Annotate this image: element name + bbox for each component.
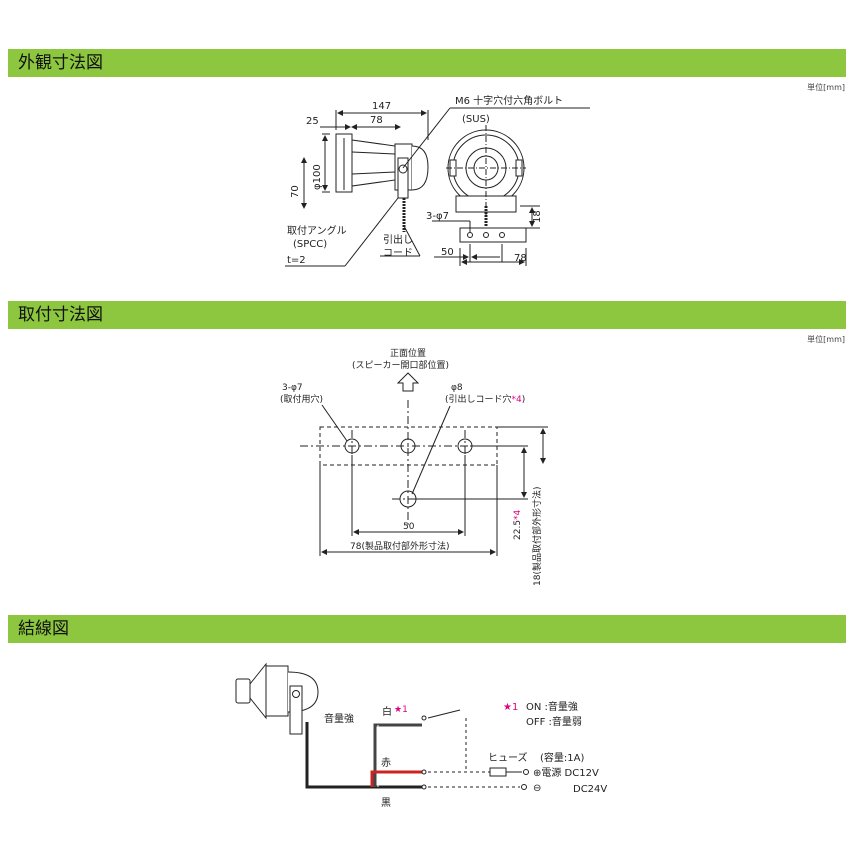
dc24-label: DC24V (573, 784, 607, 795)
unit-label: 単位[mm] (807, 335, 845, 344)
wiring-drawing (235, 662, 529, 790)
dim-22-5-value: 22.5 (513, 520, 523, 540)
section-header-wiring: 結線図 (8, 615, 846, 643)
front-position-note: (スピーカー開口部位置) (352, 359, 449, 371)
bolt-material: (SUS) (462, 114, 490, 125)
loud-label: 音量強 (324, 712, 354, 725)
cord-label-1: 引出し (383, 233, 413, 246)
exterior-labels: 147 25 78 φ100 70 M6 十字穴付六角ボルト (SUS) 取付ア… (287, 94, 563, 266)
wiring-labels: 音量強 白 ★1 赤 黒 ★1 ON :音量強 OFF :音量弱 ヒューズ (容… (324, 700, 607, 809)
fuse-label: ヒューズ (488, 751, 528, 764)
dim-18: 18 (532, 210, 543, 223)
note-off: OFF :音量弱 (526, 715, 582, 728)
red-wire: 赤 (381, 757, 391, 769)
dim-147: 147 (372, 101, 391, 112)
cord-hole-note-mark: *4 (512, 395, 523, 405)
mount-hole-note: (取付用穴) (280, 393, 323, 405)
fuse-capacity: (容量:1A) (540, 751, 584, 764)
black-wire: 黒 (381, 797, 391, 809)
mounting-labels: 正面位置 (スピーカー開口部位置) 3-φ7 (取付用穴) φ8 (引出しコード… (280, 347, 543, 586)
cord-hole-note: (引出しコード穴*4) (445, 393, 525, 405)
unit-label: 単位[mm] (807, 83, 845, 92)
section-header-mounting: 取付寸法図 (8, 301, 846, 329)
section-title: 外観寸法図 (18, 53, 103, 73)
holes-label: 3-φ7 (426, 211, 449, 222)
front-position: 正面位置 (390, 347, 426, 359)
star-mark: ★1 (394, 705, 408, 715)
cord-hole-label: φ8 (451, 383, 463, 393)
dim-18: 18(製品取付部外形寸法) (531, 487, 543, 586)
bolt-label: M6 十字穴付六角ボルト (455, 94, 563, 107)
dim-50: 50 (441, 247, 454, 258)
dim-phi100: φ100 (312, 164, 323, 190)
dim-50: 50 (403, 522, 415, 532)
section-title: 取付寸法図 (18, 305, 103, 325)
cord-hole-note-text: (引出しコード穴 (445, 393, 512, 405)
dim-22-5-mark: *4 (513, 509, 523, 520)
dim-78b: 78 (514, 253, 527, 264)
angle-label: 取付アングル (287, 224, 347, 237)
note-on: ON :音量強 (526, 700, 578, 713)
angle-material: (SPCC) (293, 239, 327, 250)
dim-25: 25 (306, 116, 319, 127)
cord-label-2: コード (383, 248, 413, 259)
note-star: ★1 (503, 702, 518, 713)
dim-78: 78 (370, 115, 383, 126)
section-header-exterior: 外観寸法図 (8, 49, 846, 77)
white-wire: 白 (382, 705, 392, 718)
dim-70: 70 (290, 185, 301, 198)
dim-22-5: 22.5*4 (513, 509, 523, 540)
mount-hole-label: 3-φ7 (282, 383, 303, 393)
cord-hole-note-end: ) (522, 395, 526, 405)
mounting-drawing (300, 372, 548, 556)
angle-thickness: t=2 (287, 255, 306, 266)
plus-terminal: ⊕電源 DC12V (533, 766, 599, 779)
dim-78: 78(製品取付部外形寸法) (350, 540, 449, 552)
minus-terminal: ⊖ (533, 783, 541, 794)
exterior-front-view (432, 125, 540, 266)
section-title: 結線図 (18, 619, 69, 639)
exterior-side-view (285, 107, 590, 267)
